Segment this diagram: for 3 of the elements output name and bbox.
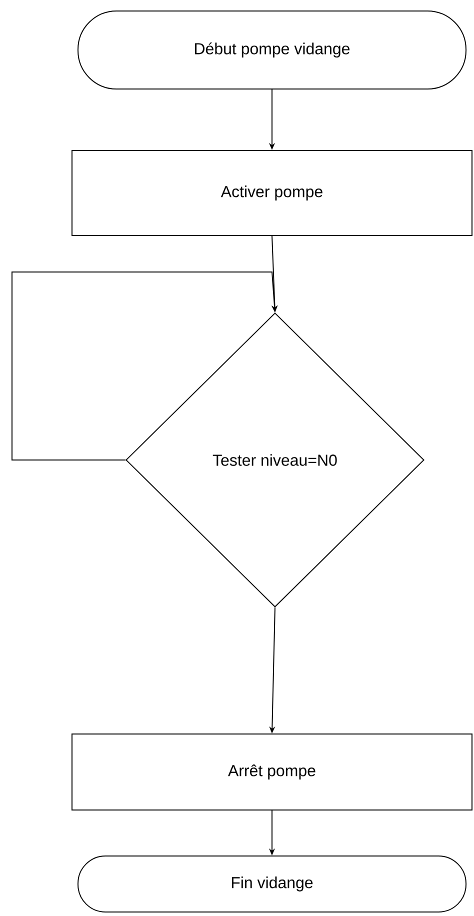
process-box: Activer pompe <box>72 150 472 236</box>
arrow <box>12 272 278 460</box>
process-box: Arrêt pompe <box>72 734 472 810</box>
